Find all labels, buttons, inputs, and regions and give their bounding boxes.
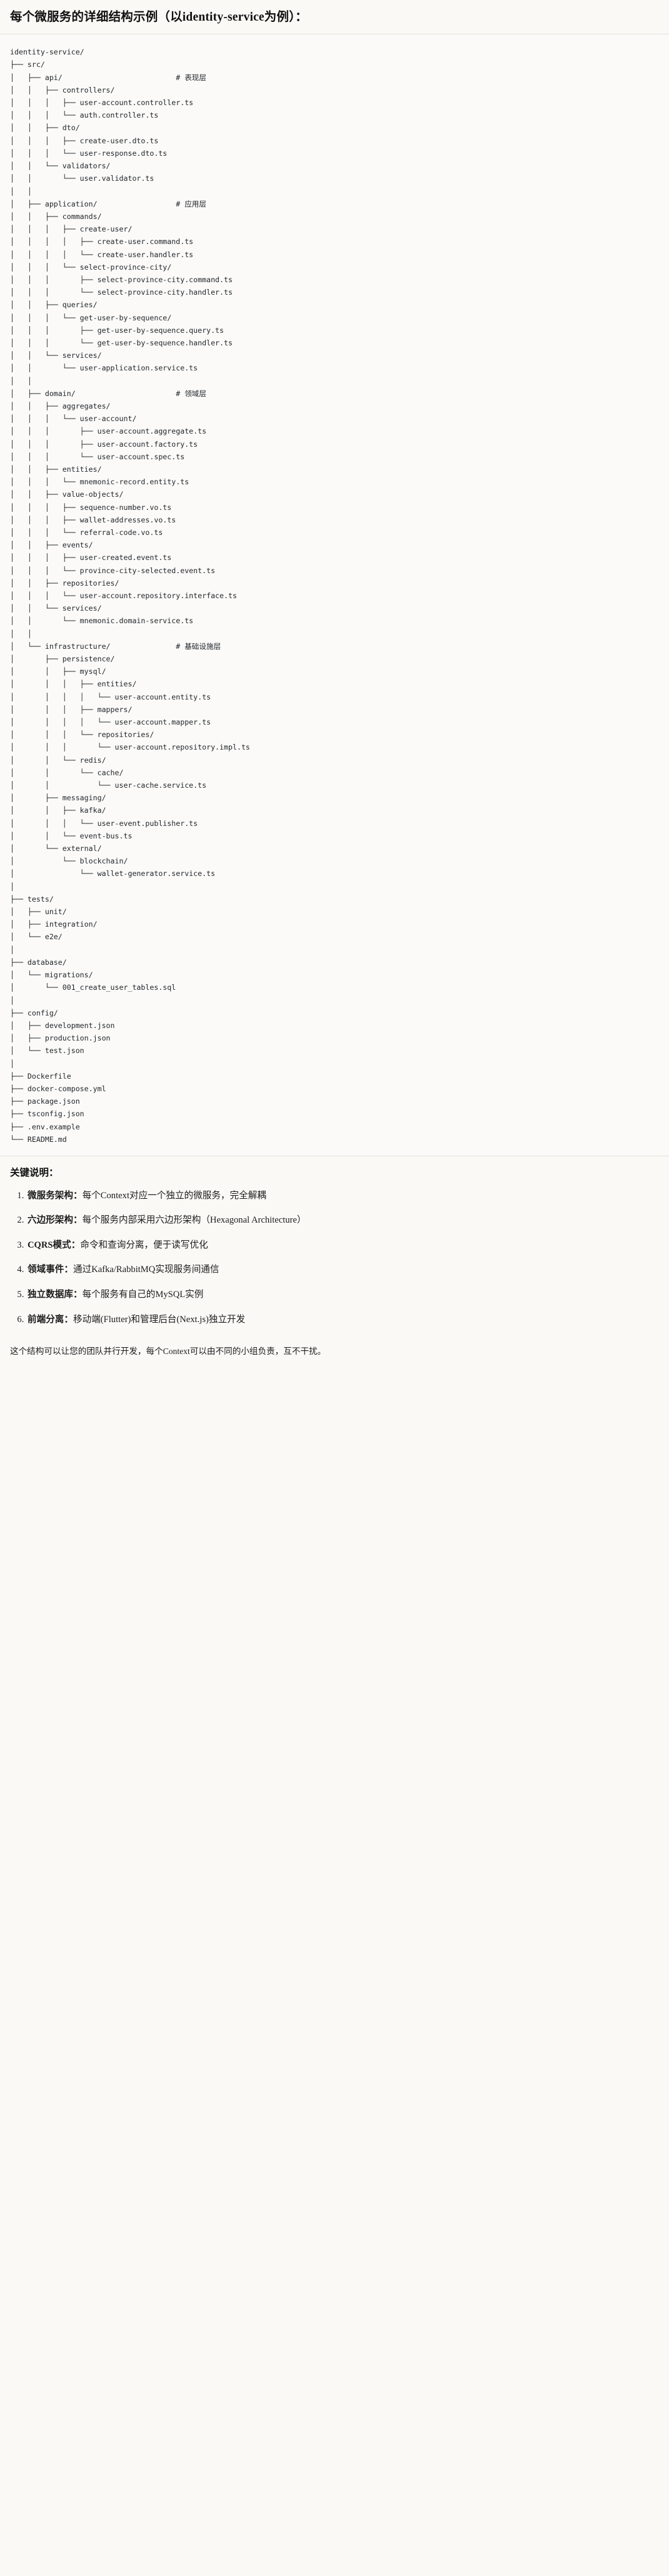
key-point-description: 每个服务内部采用六边形架构（Hexagonal Architecture） xyxy=(82,1215,306,1226)
key-point-item: 前端分离：移动端(Flutter)和管理后台(Next.js)独立开发 xyxy=(26,1313,659,1327)
key-point-item: CQRS模式：命令和查询分离，便于读写优化 xyxy=(26,1238,659,1253)
key-point-separator: ： xyxy=(71,1240,81,1250)
key-point-item: 微服务架构：每个Context对应一个独立的微服务，完全解耦 xyxy=(26,1189,659,1203)
key-point-description: 通过Kafka/RabbitMQ实现服务间通信 xyxy=(73,1265,219,1275)
document-page: 每个微服务的详细结构示例（以identity-service为例）： ident… xyxy=(0,0,669,1371)
key-point-item: 六边形架构：每个服务内部采用六边形架构（Hexagonal Architectu… xyxy=(26,1213,659,1228)
key-point-separator: ： xyxy=(64,1314,73,1325)
key-point-description: 每个Context对应一个独立的微服务，完全解耦 xyxy=(82,1190,266,1201)
key-point-term: 前端分离 xyxy=(28,1314,64,1325)
key-point-description: 每个服务有自己的MySQL实例 xyxy=(82,1290,204,1300)
key-point-term: 独立数据库 xyxy=(28,1290,73,1300)
key-point-separator: ： xyxy=(73,1290,83,1300)
key-point-description: 命令和查询分离，便于读写优化 xyxy=(80,1240,208,1250)
key-points-section: 关键说明： 微服务架构：每个Context对应一个独立的微服务，完全解耦六边形架… xyxy=(0,1156,669,1342)
key-points-title: 关键说明： xyxy=(10,1167,59,1178)
key-point-separator: ： xyxy=(73,1190,83,1201)
key-point-term: 领域事件 xyxy=(28,1265,64,1275)
key-point-term: 六边形架构 xyxy=(28,1215,73,1226)
directory-tree-text: identity-service/ ├── src/ │ ├── api/ # … xyxy=(10,48,250,1144)
key-point-item: 独立数据库：每个服务有自己的MySQL实例 xyxy=(26,1288,659,1302)
page-title: 每个微服务的详细结构示例（以identity-service为例）： xyxy=(10,11,308,24)
key-point-separator: ： xyxy=(73,1215,83,1226)
key-point-term: 微服务架构 xyxy=(28,1190,73,1201)
key-points-list: 微服务架构：每个Context对应一个独立的微服务，完全解耦六边形架构：每个服务… xyxy=(10,1189,659,1327)
key-point-item: 领域事件：通过Kafka/RabbitMQ实现服务间通信 xyxy=(26,1263,659,1277)
key-point-separator: ： xyxy=(64,1265,73,1275)
code-block-directory-tree: identity-service/ ├── src/ │ ├── api/ # … xyxy=(0,34,669,1156)
key-point-description: 移动端(Flutter)和管理后台(Next.js)独立开发 xyxy=(73,1314,246,1325)
closing-paragraph: 这个结构可以让您的团队并行开发，每个Context可以由不同的小组负责，互不干扰… xyxy=(10,1347,326,1357)
key-point-term: CQRS模式 xyxy=(28,1240,71,1250)
